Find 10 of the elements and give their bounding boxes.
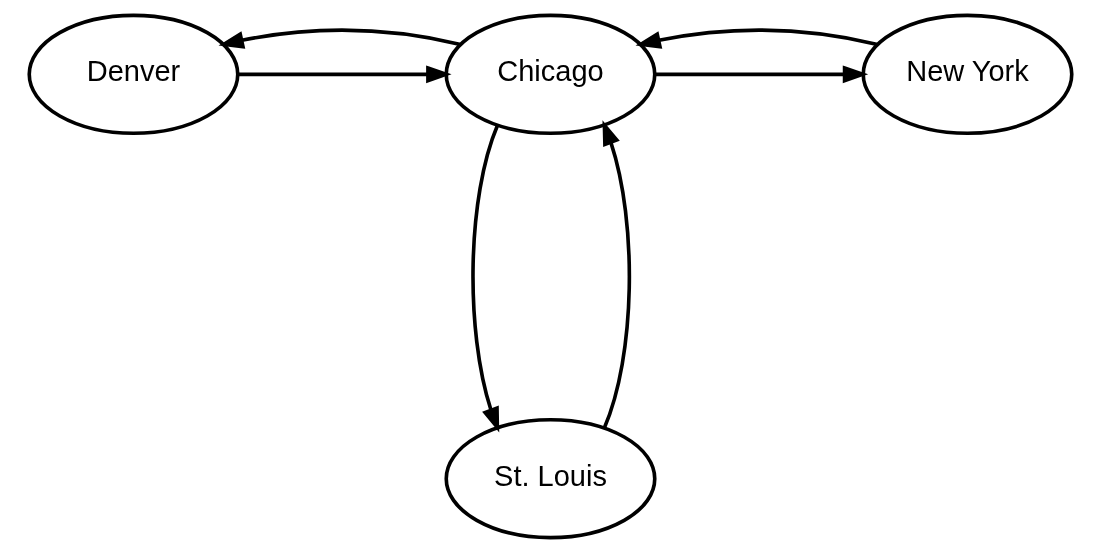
arrow bbox=[635, 28, 878, 49]
arrow bbox=[470, 124, 499, 433]
arrow bbox=[237, 65, 452, 84]
node-ellipse: Chicago bbox=[443, 13, 657, 136]
node-ellipse: St. Louis bbox=[443, 417, 657, 540]
arrow bbox=[218, 28, 461, 49]
node-ellipse: Denver bbox=[26, 13, 240, 136]
node-ellipse: New York bbox=[860, 13, 1074, 136]
arrow bbox=[655, 65, 868, 84]
arrow bbox=[601, 120, 631, 429]
